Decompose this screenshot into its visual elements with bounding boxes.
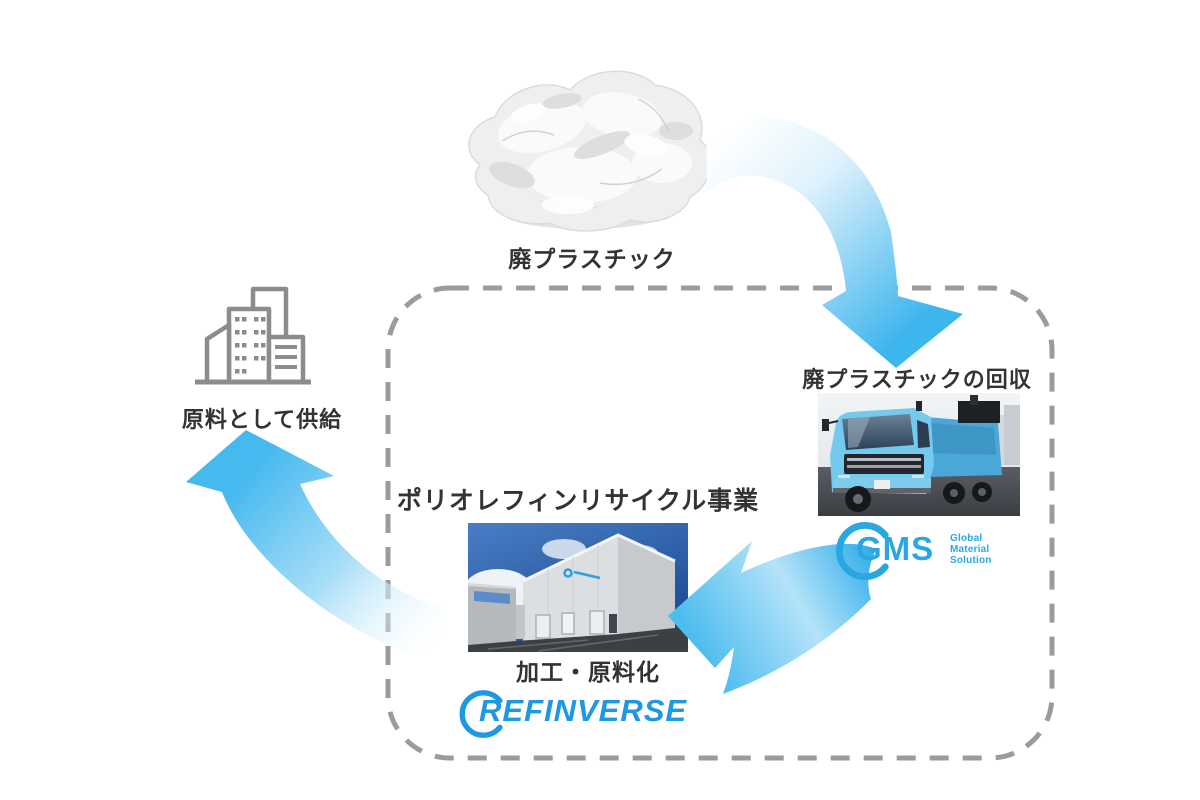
gms-tagline-line: Material <box>950 544 990 555</box>
curved-arrow-bag-to-collection <box>706 113 963 368</box>
refinverse-wordmark: REFINVERSE <box>479 693 688 728</box>
collection-step-label: 廃プラスチックの回収 <box>802 367 1032 392</box>
waste-plastic-photo <box>468 70 712 232</box>
gms-tagline-line: Global <box>950 533 983 544</box>
gms-tagline-line: Solution <box>950 555 992 566</box>
gms-wordmark: GMS <box>856 530 935 567</box>
waste-plastic-label: 廃プラスチック <box>508 246 676 272</box>
collection-truck-photo <box>818 393 1020 516</box>
curved-arrow-plant-to-supply <box>186 430 448 662</box>
refinverse-logo: REFINVERSE <box>458 684 698 746</box>
polyolefin-business-label: ポリオレフィンリサイクル事業 <box>396 487 760 515</box>
processing-step-label: 加工・原料化 <box>516 659 660 685</box>
recycling-plant-photo <box>468 523 688 652</box>
process-loop-dashed-border <box>385 285 1055 761</box>
office-buildings-icon <box>195 286 311 385</box>
curved-arrow-collection-to-plant <box>668 541 876 694</box>
gms-tagline: Global Material Solution <box>950 533 992 566</box>
gms-logo: GMS Global Material Solution <box>836 520 1011 586</box>
gms-c-ring-icon <box>836 522 889 581</box>
supply-step-label: 原料として供給 <box>181 407 343 432</box>
refinverse-c-ring-icon <box>459 690 503 738</box>
